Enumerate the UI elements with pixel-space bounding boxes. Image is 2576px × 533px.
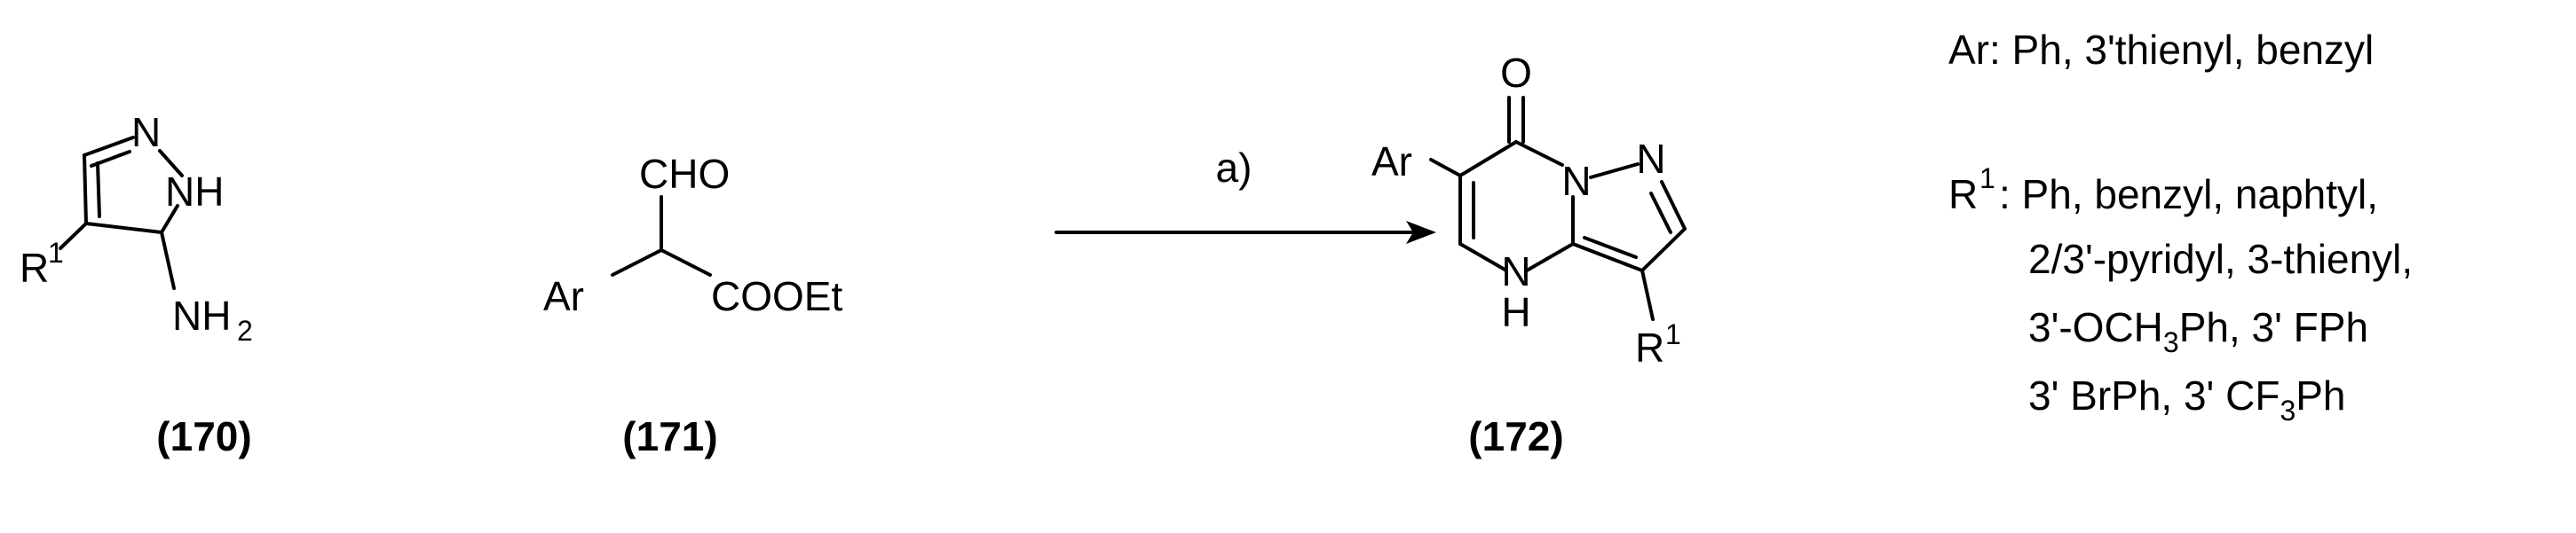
note-r-line2: 2/3'-pyridyl, 3-thienyl, xyxy=(2028,236,2413,282)
bond-172-n1-c2-double xyxy=(1649,192,1672,234)
note-r-line3-sub: 3 xyxy=(2163,326,2179,358)
atom-172-ar: Ar xyxy=(1371,138,1412,184)
bond-172-c3-c3a xyxy=(1571,242,1644,272)
compound-170: N NH R 1 NH 2 (170) xyxy=(20,109,253,459)
compound-171-label: (171) xyxy=(622,413,717,459)
atom-171-ar: Ar xyxy=(543,273,584,319)
atom-170-r: R xyxy=(20,245,49,291)
bond-172-n4-c3a xyxy=(1525,242,1575,272)
atom-170-n-top: N xyxy=(131,109,161,155)
atom-172-n-bridge: N xyxy=(1561,158,1591,204)
note-r-line4-a: 3' BrPh, 3' CF xyxy=(2028,372,2280,419)
note-r-label: R xyxy=(1948,171,1978,217)
bond-171-ch-ar xyxy=(611,248,663,277)
bond-170-c3-n2 xyxy=(83,136,135,157)
atom-172-nh-n: N xyxy=(1501,248,1530,294)
atom-171-cooet: COOEt xyxy=(711,273,842,319)
bond-172-c6-ar xyxy=(1429,158,1462,177)
bond-172-c7-c6 xyxy=(1458,140,1518,177)
bond-172-c2-c3 xyxy=(1640,227,1687,272)
bond-170-n2-n1 xyxy=(158,149,184,177)
bond-172-n1-c2 xyxy=(1660,180,1687,231)
note-r-line4: 3' BrPh, 3' CF3Ph xyxy=(2028,372,2346,427)
bond-172-c5-n4 xyxy=(1458,242,1508,272)
bond-170-c5-nh2 xyxy=(160,231,176,290)
bond-170-c4-c3 xyxy=(83,153,88,225)
note-r-line4-sub: 3 xyxy=(2280,395,2295,427)
bond-171-ch-cooet xyxy=(660,248,712,277)
compound-172-label: (172) xyxy=(1468,413,1563,459)
compound-170-label: (170) xyxy=(156,413,251,459)
compound-172: O Ar N N N H R 1 (172) xyxy=(1371,50,1687,459)
compound-171: CHO Ar COOEt (171) xyxy=(543,151,842,459)
note-r-line3: 3'-OCH3Ph, 3' FPh xyxy=(2028,304,2368,358)
atom-172-r: R xyxy=(1635,325,1664,371)
bond-170-n1-c5 xyxy=(160,204,179,234)
note-r-line1: : Ph, benzyl, naphtyl, xyxy=(1999,171,2378,217)
atom-172-nh-h: H xyxy=(1501,289,1530,335)
bond-172-n8-n1 xyxy=(1589,162,1640,179)
note-r-line4-b: Ph xyxy=(2295,372,2345,419)
bond-170-c4-r1 xyxy=(59,222,88,250)
reaction-arrow: a) xyxy=(1055,145,1436,244)
atom-172-r-sup: 1 xyxy=(1665,318,1681,350)
atom-172-n-top: N xyxy=(1636,136,1665,182)
bond-170-c4-c3-double xyxy=(96,161,101,218)
reaction-condition: a) xyxy=(1216,145,1252,191)
bond-170-c5-c4 xyxy=(84,222,163,234)
note-r-line3-b: Ph, 3' FPh xyxy=(2179,304,2368,350)
note-r-line3-a: 3'-OCH xyxy=(2028,304,2163,350)
atom-170-nh-ring: NH xyxy=(165,169,224,215)
atom-171-cho: CHO xyxy=(639,151,730,197)
atom-170-nh2: NH xyxy=(172,293,231,339)
atom-172-o: O xyxy=(1500,50,1532,96)
arrow-head xyxy=(1406,221,1436,244)
atom-170-nh2-sub: 2 xyxy=(237,315,253,347)
substituent-notes: Ar: Ph, 3'thienyl, benzyl R 1 : Ph, benz… xyxy=(1948,27,2413,427)
atom-170-r-sup: 1 xyxy=(48,237,64,269)
note-ar-line: Ar: Ph, 3'thienyl, benzyl xyxy=(1948,27,2374,73)
bond-172-c3-r1 xyxy=(1640,269,1655,321)
bond-172-n8-c7 xyxy=(1514,140,1564,167)
note-r-sup: 1 xyxy=(1979,162,1995,194)
bond-172-c3-c3a-double xyxy=(1583,236,1638,259)
